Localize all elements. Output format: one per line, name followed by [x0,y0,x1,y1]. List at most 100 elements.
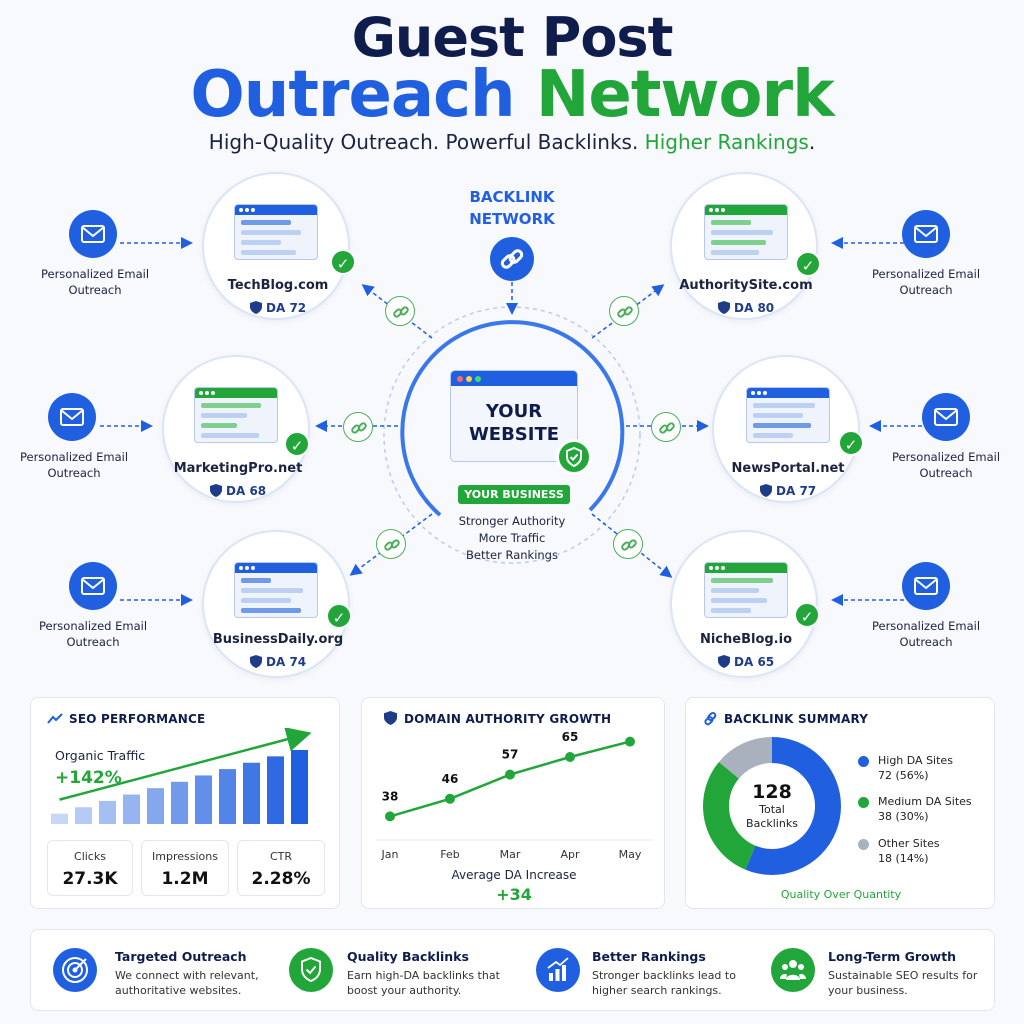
total-label-1: Total [759,803,785,816]
da-value: DA 68 [226,484,267,498]
outreach-line1: Personalized Email [19,450,129,464]
seo-title: SEO PERFORMANCE [69,712,206,726]
page-title: Guest Post [351,6,674,69]
feature-desc-line1: Sustainable SEO results for [828,969,978,982]
traffic-bar [75,807,92,824]
outreach-line1: Personalized Email [871,619,981,633]
feature-desc-line1: Earn high-DA backlinks that [347,969,500,982]
site-name: TechBlog.com [227,278,329,293]
site-node-techblog[interactable]: TechBlog.com DA 72 [202,172,350,320]
shield-check-icon [289,948,333,992]
outreach-line2: Outreach [68,283,122,297]
site-node-newsportal[interactable]: NewsPortal.net DA 77 [712,355,860,503]
browser-icon [234,204,318,260]
traffic-bar [171,781,188,824]
donut-slice [703,737,841,875]
browser-bar [451,371,577,386]
feature-desc-line2: boost your authority. [347,984,462,997]
your-business-badge: YOUR BUSINESS [458,485,570,504]
site-node-nicheblog[interactable]: NicheBlog.io DA 65 [670,530,818,678]
browser-icon [704,204,788,260]
site-node-businessdaily[interactable]: BusinessDaily.org DA 74 [202,530,350,678]
team-icon [771,948,815,992]
seo-performance-card: SEO PERFORMANCE Organic Traffic +142% Cl… [30,697,340,909]
da-point-label: 57 [502,748,519,762]
outreach-line1: Personalized Email [40,267,150,281]
da-point [565,752,575,762]
legend-dot [858,839,869,850]
mail-icon [922,393,970,441]
mail-icon [69,562,117,610]
traffic-bar [291,750,308,824]
da-badge: DA 72 [204,301,352,315]
shield-icon [249,655,262,668]
mail-icon [902,562,950,610]
da-value: DA 72 [266,301,307,315]
outreach-line1: Personalized Email [38,619,148,633]
da-increase-value: +34 [496,885,532,904]
outreach-line2: Outreach [899,283,953,297]
x-tick-label: Mar [500,848,521,861]
link-badge-icon [385,296,415,326]
website-line2: WEBSITE [468,424,560,445]
traffic-trend-line [59,728,312,801]
feature-title: Better Rankings [592,949,706,964]
da-point-label: 38 [382,789,399,803]
benefit-rankings: Better Rankings [466,548,558,562]
browser-icon [234,562,318,618]
stat-impressions: Impressions 1.2M [141,840,229,896]
shield-icon [249,301,262,314]
total-backlinks: 128 [752,781,792,803]
traffic-bar [147,788,164,824]
legend-high-da: High DA Sites 72 (56%) [858,753,953,783]
tagline-end: . [808,130,816,154]
site-node-authoritysite[interactable]: AuthoritySite.com DA 80 [670,172,818,320]
feature-desc-line2: your business. [828,984,908,997]
da-value: DA 65 [734,655,775,669]
x-tick-label: Apr [560,848,580,861]
da-point [625,736,635,747]
shield-icon [717,655,730,668]
site-name: BusinessDaily.org [212,632,344,647]
title-outreach: Outreach [190,58,515,132]
site-name: NewsPortal.net [731,461,845,476]
da-point-label: 65 [562,730,579,744]
check-icon: ✓ [838,430,864,456]
da-increase-label: Average DA Increase [451,868,577,882]
check-icon: ✓ [284,431,310,457]
network-label-line2: NETWORK [469,210,555,228]
legend-name: High DA Sites [878,754,953,767]
traffic-bar [219,769,236,824]
stat-value: 2.28% [251,869,311,889]
da-value: DA 77 [776,484,817,498]
legend-detail: 72 (56%) [878,769,929,782]
feature-better-rankings: Better Rankings Stronger backlinks lead … [592,949,736,998]
browser-icon [194,387,278,443]
stat-label: Clicks [74,850,106,863]
benefit-authority: Stronger Authority [458,514,566,528]
bar-chart-icon [536,948,580,992]
legend-detail: 18 (14%) [878,852,929,865]
donut-center: 128 Total Backlinks [702,781,842,831]
backlink-network-label: BACKLINK NETWORK [432,186,592,230]
quality-footer: Quality Over Quantity [780,888,902,901]
site-name: MarketingPro.net [173,461,303,476]
legend-dot [858,797,869,808]
da-badge: DA 68 [164,484,312,498]
chain-link-icon [490,237,534,281]
page-subtitle: Outreach Network [0,58,1024,132]
site-node-marketingpro[interactable]: MarketingPro.net DA 68 [162,355,310,503]
da-point [505,769,515,780]
da-badge: DA 74 [204,655,352,669]
browser-icon [746,387,830,443]
stat-clicks: Clicks 27.3K [47,840,133,896]
da-chart-title: DOMAIN AUTHORITY GROWTH [404,712,612,726]
traffic-bar [51,813,68,824]
da-value: DA 80 [734,301,775,315]
